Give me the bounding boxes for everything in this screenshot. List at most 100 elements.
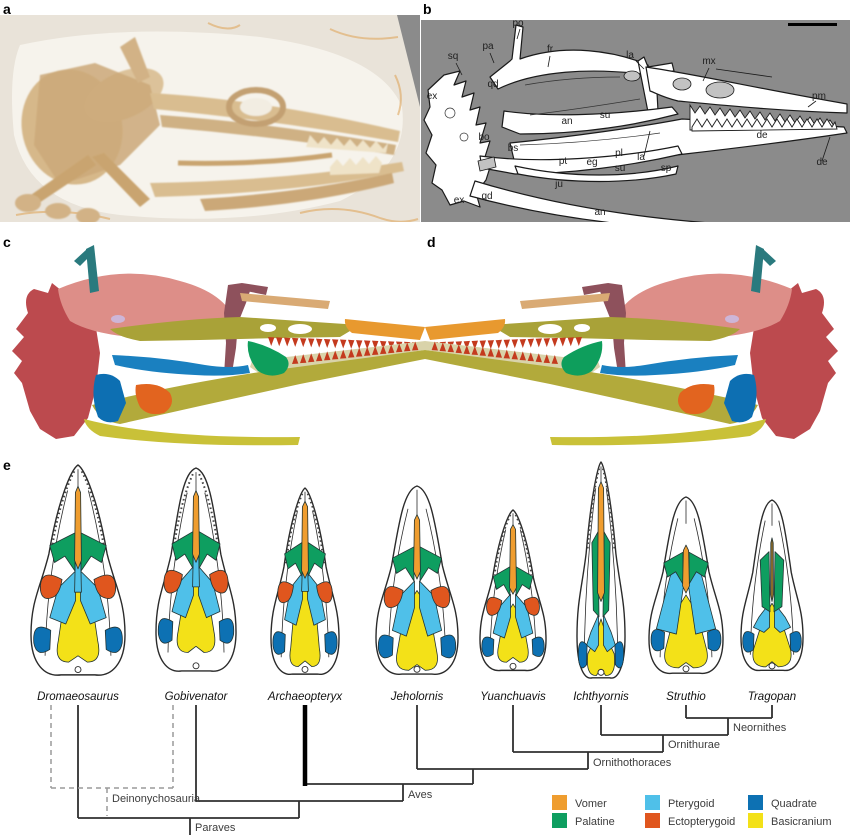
- tooth-lower: [308, 353, 315, 363]
- clade-label-deinonychosauria: Deinonychosauria: [112, 793, 201, 805]
- basicranium-bone: [752, 602, 792, 668]
- legend-swatch-quadrate: [748, 795, 763, 810]
- panel-e-letter: e: [3, 457, 11, 473]
- anatomical-label-su: su: [615, 163, 626, 174]
- occipital-condyle: [301, 665, 309, 673]
- anatomical-label-an: an: [561, 116, 572, 127]
- anatomical-label-de: de: [756, 130, 768, 141]
- legend-swatch-basicranium: [748, 813, 763, 828]
- tooth-upper: [340, 339, 347, 349]
- anatomical-label-qd: qd: [481, 191, 492, 202]
- vomer-bone: [597, 481, 605, 602]
- tooth-row-dots: [586, 468, 601, 550]
- tooth-upper: [316, 338, 323, 348]
- tooth-lower: [332, 350, 339, 360]
- quadrate-bone: [33, 626, 52, 653]
- clade-label-neornithes: Neornithes: [733, 722, 787, 734]
- occipital-condyle: [509, 662, 517, 670]
- quadrate-bone: [650, 629, 665, 652]
- quadrate-bone: [324, 631, 338, 655]
- legend-label-ectopterygoid: Ectopterygoid: [668, 816, 735, 828]
- reconstruction-3d-skull: [12, 245, 425, 446]
- anatomical-label-fr: fr: [547, 44, 554, 55]
- ectopterygoid-bone: [486, 596, 503, 616]
- tooth-upper: [332, 339, 339, 349]
- tooth-lower: [300, 354, 307, 364]
- anatomical-label-pt: pt: [559, 156, 568, 167]
- tooth-upper: [276, 337, 283, 347]
- species-name: Archaeopteryx: [267, 691, 343, 703]
- clade-label-aves: Aves: [408, 789, 433, 801]
- scale-bar: [788, 23, 837, 26]
- panel-c-letter: c: [3, 234, 11, 250]
- occipital-condyle: [74, 666, 82, 674]
- tooth-lower: [356, 347, 363, 357]
- photo-mineral-veins: [15, 22, 419, 222]
- quadrate-bone: [707, 629, 722, 652]
- quadrate-bone: [157, 618, 174, 644]
- tooth-upper: [308, 338, 315, 348]
- photo-slab-corner: [397, 15, 420, 107]
- palate-diagram-struthio: [648, 496, 724, 674]
- anatomical-label-pl: pl: [615, 148, 623, 159]
- anatomical-label-qd: qd: [487, 79, 498, 90]
- tooth-lower: [348, 348, 355, 358]
- tooth-upper: [372, 340, 379, 350]
- palate-diagram-yuanchuavis: [479, 509, 547, 672]
- pterygoid-bone: [753, 602, 770, 633]
- tooth-upper: [348, 339, 355, 349]
- species-name: Struthio: [666, 691, 706, 703]
- anatomical-label-po: po: [512, 18, 524, 29]
- anatomical-label-bs: bs: [508, 143, 519, 154]
- quadrate-bone: [104, 626, 123, 653]
- legend-label-pterygoid: Pterygoid: [668, 798, 714, 810]
- quadrate-bone: [789, 631, 802, 653]
- ectopterygoid-bone: [93, 574, 117, 599]
- occipital-condyle: [192, 662, 200, 670]
- palate-diagram-ichthyornis: [576, 461, 626, 679]
- ectopterygoid-bone: [383, 586, 404, 608]
- palate-diagram-jeholornis: [375, 485, 459, 675]
- tooth-lower: [396, 343, 403, 353]
- phylogenetic-tree: NeornithesOrnithuraeOrnithothoracesAvesP…: [50, 705, 787, 835]
- tooth-upper: [364, 340, 371, 350]
- tooth-row-dots: [601, 468, 616, 550]
- palatine-bone: [171, 531, 194, 569]
- clade-label-ornithurae: Ornithurae: [668, 739, 720, 751]
- tooth-lower: [340, 349, 347, 359]
- quadrate-bone: [614, 641, 625, 669]
- species-name: Jeholornis: [390, 691, 444, 703]
- tooth-lower: [372, 346, 379, 355]
- ectopterygoid-bone: [316, 581, 333, 604]
- legend-label-palatine: Palatine: [575, 816, 615, 828]
- pterygoid-bone: [586, 614, 599, 653]
- vomer-bone: [770, 537, 774, 602]
- species-name: Gobivenator: [165, 691, 229, 703]
- fossil-skull-bones: [15, 37, 404, 222]
- tooth-upper: [284, 337, 291, 347]
- anatomical-label-su: su: [600, 110, 611, 121]
- jaw-margin-line: [583, 488, 597, 659]
- species-name: Yuanchuavis: [480, 691, 546, 703]
- quadrate-bone: [272, 631, 286, 655]
- quadrate-bone: [577, 641, 588, 669]
- palatine-bone: [80, 532, 107, 572]
- vomer-bone: [413, 514, 421, 580]
- ectopterygoid-bone: [430, 586, 451, 608]
- occipital-condyle: [682, 665, 690, 673]
- palate-diagrams: [30, 461, 804, 679]
- panel-d-letter: d: [427, 234, 436, 250]
- quadrate-bone: [531, 636, 545, 657]
- palatine-bone: [392, 546, 415, 582]
- palatine-bone: [198, 531, 221, 569]
- legend-swatch-ectopterygoid: [645, 813, 660, 828]
- tooth-lower: [388, 344, 395, 354]
- clade-label-paraves: Paraves: [195, 822, 236, 834]
- anatomical-label-la: la: [626, 50, 634, 61]
- tooth-lower: [364, 346, 371, 356]
- legend-swatch-palatine: [552, 813, 567, 828]
- tooth-row-dots: [172, 473, 194, 551]
